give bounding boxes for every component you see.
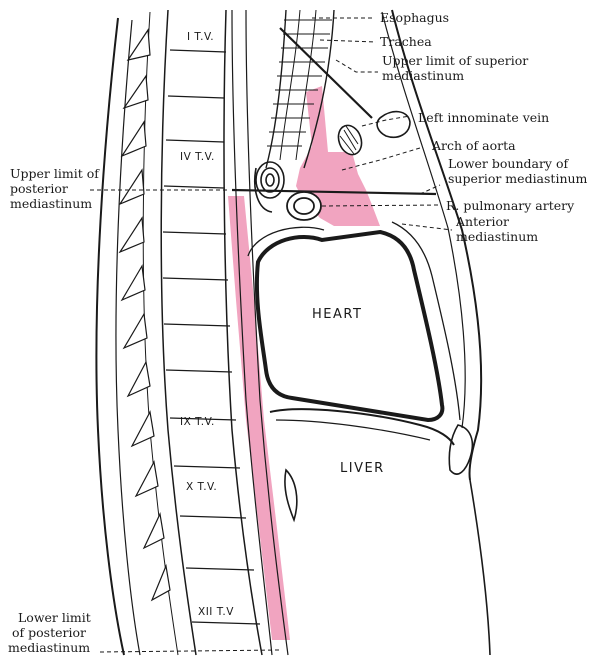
label-upper-limit-posterior-2: posterior [10,181,68,196]
lower-boundary-superior-line [231,188,437,196]
label-t12: XII T.V [198,606,234,618]
left-innominate-vein [337,124,363,156]
label-t9: IX T.V. [180,416,215,428]
boundary-lines [231,27,437,196]
label-upper-limit-posterior-1: Upper limit of [10,166,100,181]
manubrium [376,110,411,138]
label-anterior-mediastinum-1: Anterior [455,214,509,229]
esophagus-trachea [231,9,335,656]
label-lower-limit-posterior-1: Lower limit [18,610,91,625]
label-upper-limit-superior-2: mediastinum [382,68,464,83]
upper-limit-superior-line [279,27,373,119]
diaphragm [269,408,455,446]
label-upper-limit-superior-1: Upper limit of superior [382,53,528,68]
body-outline [95,9,491,656]
label-trachea: Trachea [380,34,432,49]
annotation-labels: Esophagus Trachea Upper limit of superio… [8,10,588,655]
leader-lines [90,17,453,653]
label-lower-limit-posterior-2: of posterior [12,625,86,640]
label-anterior-mediastinum-2: mediastinum [456,229,538,244]
label-t4: IV T.V. [180,151,215,163]
label-left-innominate-vein: Left innominate vein [418,110,549,125]
label-t1: I T.V. [187,31,214,43]
heart-outline [254,229,445,423]
label-lower-limit-posterior-3: mediastinum [8,640,90,655]
heart-label: HEART [312,307,362,322]
hilum-vessels [254,161,285,213]
diaphragm-inner [275,419,431,441]
label-esophagus: Esophagus [380,10,449,25]
vertebral-column [118,9,263,656]
label-t10: X T.V. [186,481,217,493]
label-lower-boundary-2: superior mediastinum [448,171,588,186]
diaphragm-crus [284,468,298,523]
label-upper-limit-posterior-3: mediastinum [10,196,92,211]
vertebra-labels: I T.V. IV T.V. IX T.V. X T.V. XII T.V [180,31,234,618]
label-lower-boundary-1: Lower boundary of [448,156,569,171]
pericardium [247,221,461,421]
liver-label: LIVER [340,461,385,476]
label-r-pulmonary-artery: R. pulmonary artery [446,198,575,213]
label-arch-of-aorta: Arch of aorta [431,138,516,153]
right-pulmonary-artery [286,191,322,221]
posterior-mediastinum-region [228,196,290,640]
